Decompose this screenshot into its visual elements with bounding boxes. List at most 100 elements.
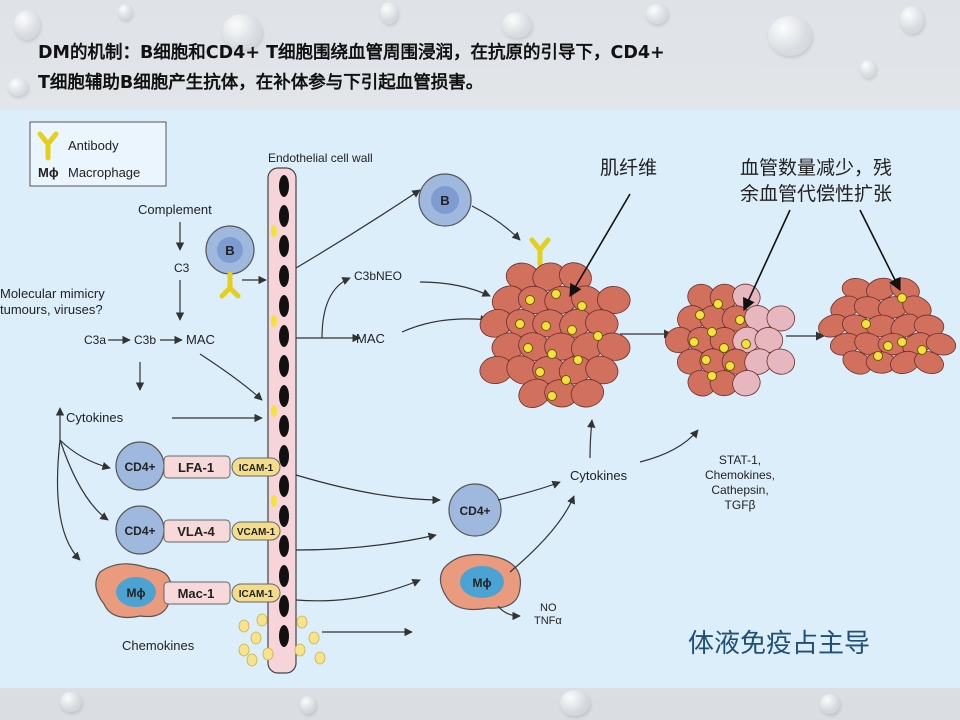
- endothelial-nucleus: [279, 325, 289, 347]
- chemokine-particle: [296, 615, 308, 629]
- antibody-icon: [529, 237, 551, 267]
- antibody-icon: [37, 131, 59, 161]
- legend-macrophage-label: Macrophage: [68, 165, 140, 180]
- endothelial-nucleus: [279, 235, 289, 257]
- capillary: [523, 343, 533, 353]
- b-cell-right-label: B: [440, 193, 449, 208]
- cytokines-right-label: Cytokines: [570, 468, 628, 483]
- endothelial-nucleus: [279, 205, 289, 227]
- wall-deposit: [271, 225, 277, 237]
- capillary: [707, 371, 717, 381]
- chemokine-particle: [250, 631, 262, 645]
- legend: Antibody Mϕ Macrophage: [29, 121, 167, 187]
- capillary: [883, 341, 893, 351]
- c3-label: C3: [174, 261, 190, 275]
- mac1-label: Mac-1: [178, 586, 215, 601]
- droplet-decoration: [768, 16, 812, 56]
- vessel-reduction-annotation-2: 余血管代偿性扩张: [740, 183, 892, 205]
- capillary: [725, 361, 735, 371]
- b-cell-right: B: [418, 173, 472, 227]
- legend-macrophage-symbol: Mϕ: [38, 165, 59, 180]
- chemokine-particle: [238, 643, 250, 657]
- capillary: [695, 310, 705, 320]
- cathepsin-label: Cathepsin,: [711, 483, 768, 497]
- cd4-cell-vla4: CD4+ VLA-4 VCAM-1: [115, 505, 281, 555]
- droplet-decoration: [900, 6, 924, 34]
- droplet-decoration: [380, 2, 398, 24]
- mechanism-diagram: Antibody Mϕ Macrophage Endothelial cell …: [0, 110, 960, 688]
- chemokines2-label: Chemokines,: [705, 468, 775, 482]
- droplet-decoration: [118, 4, 132, 20]
- legend-antibody-label: Antibody: [68, 138, 119, 153]
- capillary: [541, 321, 551, 331]
- droplet-decoration: [560, 690, 590, 716]
- droplet-decoration: [860, 60, 876, 78]
- tgfb-label: TGFβ: [725, 498, 756, 512]
- droplet-decoration: [14, 10, 40, 40]
- wall-deposit: [271, 405, 277, 417]
- cd4-label-1: CD4+: [124, 460, 155, 474]
- muscle-fiber: [570, 379, 605, 408]
- macrophage-right-label: Mϕ: [473, 576, 492, 590]
- chemokine-particles: [238, 613, 326, 667]
- muscle-fiber-cluster-3: [818, 277, 957, 375]
- endothelial-nucleus: [279, 625, 289, 647]
- cytokines-left-label: Cytokines: [66, 410, 124, 425]
- capillary: [551, 289, 561, 299]
- capillary: [525, 295, 535, 305]
- capillary: [719, 343, 729, 353]
- vla4-label: VLA-4: [177, 524, 215, 539]
- capillary: [573, 355, 583, 365]
- chemokine-particle: [238, 619, 250, 633]
- wall-deposit: [271, 495, 277, 507]
- endothelial-nucleus: [279, 505, 289, 527]
- capillary: [567, 325, 577, 335]
- muscle-fiber: [732, 370, 761, 397]
- wall-deposit: [271, 315, 277, 327]
- c3bneo-label: C3bNEO: [354, 269, 402, 283]
- capillary: [701, 355, 711, 365]
- capillary: [897, 293, 907, 303]
- b-cell-left: B: [205, 225, 255, 275]
- endothelial-nucleus: [279, 475, 289, 497]
- capillary: [735, 315, 745, 325]
- no-label: NO: [540, 602, 557, 614]
- cd4-right-label: CD4+: [459, 504, 490, 518]
- endothelial-nucleus: [279, 445, 289, 467]
- humoral-immunity-caption: 体液免疫占主导: [688, 629, 870, 659]
- antibody-icon: [219, 271, 241, 299]
- capillary: [561, 375, 571, 385]
- cd4-cell-lfa1: CD4+ LFA-1 ICAM-1: [115, 441, 281, 491]
- capillary: [713, 299, 723, 309]
- droplet-decoration: [502, 12, 532, 38]
- molecular-mimicry-label-2: tumours, viruses?: [0, 302, 103, 317]
- droplet-decoration: [60, 692, 82, 712]
- endothelial-nucleus: [279, 355, 289, 377]
- capillary: [547, 391, 557, 401]
- capillary: [547, 349, 557, 359]
- endothelial-wall-label: Endothelial cell wall: [268, 151, 373, 165]
- cd4-cell-right: CD4+: [448, 483, 502, 537]
- muscle-fiber-cluster-2: [665, 283, 796, 397]
- cd4-label-2: CD4+: [124, 524, 155, 538]
- slide-heading: DM的机制：B细胞和CD4+ T细胞围绕血管周围浸润，在抗原的引导下，CD4+ …: [38, 38, 928, 98]
- capillary: [689, 337, 699, 347]
- endothelial-nucleus: [279, 415, 289, 437]
- icam1-label-2: ICAM-1: [239, 589, 274, 600]
- capillary: [593, 331, 603, 341]
- capillary: [577, 301, 587, 311]
- mac-left-label: MAC: [186, 332, 215, 347]
- muscle-fiber: [925, 332, 957, 356]
- muscle-fiber-cluster-1: [479, 262, 631, 408]
- capillary: [897, 337, 907, 347]
- droplet-decoration: [820, 694, 840, 714]
- endothelial-nucleus: [279, 385, 289, 407]
- endothelial-nucleus: [279, 595, 289, 617]
- droplet-decoration: [646, 4, 668, 24]
- muscle-fiber-annotation: 肌纤维: [600, 157, 657, 179]
- capillary: [741, 339, 751, 349]
- heading-line-1: DM的机制：B细胞和CD4+ T细胞围绕血管周围浸润，在抗原的引导下，CD4+: [38, 43, 665, 63]
- macrophage-right: Mϕ: [439, 553, 522, 611]
- chemokine-particle: [308, 631, 320, 645]
- endothelial-wall: [267, 167, 297, 674]
